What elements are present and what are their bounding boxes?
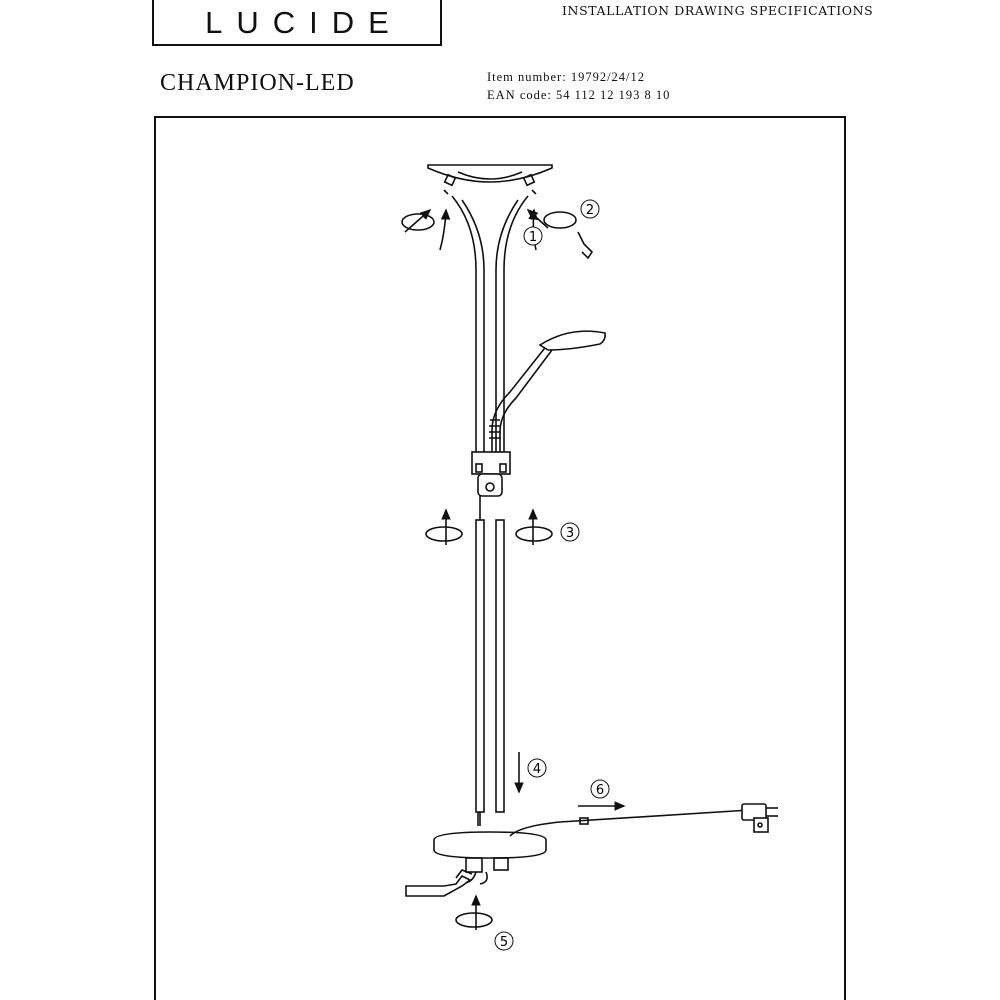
step-label-4: 4 [533,762,541,777]
step-label-3: 3 [566,526,574,541]
reading-arm [489,330,606,452]
document-title: INSTALLATION DRAWING SPECIFICATIONS [562,3,874,18]
step-label-6: 6 [596,783,604,798]
pole-sections [475,496,505,826]
allen-key-icon [577,231,594,260]
step-marker-4: 4 [527,758,547,778]
wrench-icon [405,869,473,897]
plug-icon [741,803,778,833]
uplighter-shade [427,164,553,183]
step-3-arrows [425,508,553,545]
step-5-arrows [455,894,493,930]
item-number: Item number: 19792/24/12 [487,70,646,84]
step-marker-5: 5 [494,931,514,951]
step-marker-1: 1 [523,226,543,246]
step-marker-6: 6 [590,779,610,799]
step-marker-3: 3 [560,522,580,542]
step-label-1: 1 [529,230,537,245]
step-1-arrows [401,208,577,251]
step-marker-2: 2 [580,199,600,219]
lucide-logo: LUCIDE [152,0,442,46]
lamp-base [433,831,547,885]
step-markers: 1 2 3 4 5 6 [494,199,610,951]
shade-arms [451,195,529,455]
product-name: CHAMPION-LED [160,70,355,96]
power-cord [509,809,751,837]
drawing-frame [154,116,846,1000]
brand-name: LUCIDE [205,4,403,40]
step-label-2: 2 [586,203,594,218]
connector-block [471,451,511,497]
ean-code: EAN code: 54 112 12 193 8 10 [487,88,671,102]
product-meta: Item number: 19792/24/12 EAN code: 54 11… [487,68,670,104]
step-label-5: 5 [500,935,508,950]
shade-screws [443,173,537,195]
